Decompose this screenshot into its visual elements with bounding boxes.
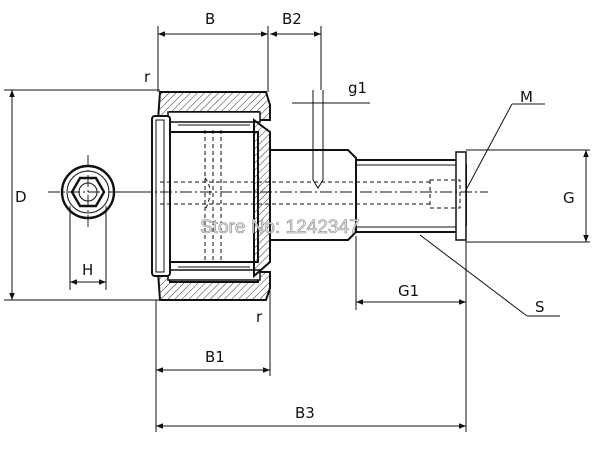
- leader-m: [465, 103, 513, 191]
- label-h: H: [82, 261, 93, 279]
- leader-s: [419, 234, 528, 317]
- label-g: G: [563, 189, 575, 207]
- end-view: [48, 155, 148, 230]
- left-flange: [151, 115, 171, 277]
- label-b1: B1: [205, 348, 225, 366]
- label-r-bottom: r: [256, 308, 263, 326]
- end-view-outer-circle: [60, 164, 116, 220]
- grease-hole-tip: [312, 179, 324, 189]
- label-g1-lower: G1: [398, 282, 419, 300]
- hex-socket: [70, 176, 106, 208]
- roller-cage-top: [167, 111, 261, 123]
- stud-body: [169, 118, 271, 279]
- shaft: [160, 135, 467, 241]
- watermark: Store No: 1242347: [200, 217, 360, 238]
- inner-ring: [169, 131, 259, 263]
- label-d: D: [15, 188, 27, 206]
- label-m: M: [520, 88, 533, 106]
- left-flange-inner: [155, 119, 165, 273]
- labels: B B2 r g1 M D G H G1 S r B1 B3: [15, 10, 575, 422]
- label-r-top: r: [144, 68, 151, 86]
- shaft-threaded: [356, 159, 467, 233]
- hidden-socket: [429, 179, 461, 209]
- roller-cage-bottom: [167, 269, 261, 281]
- dimensions: [4, 26, 590, 432]
- hex-inner-circle: [78, 182, 98, 202]
- label-s: S: [535, 298, 545, 316]
- label-g1: g1: [348, 79, 367, 97]
- shaft-end: [455, 151, 467, 241]
- label-b: B: [205, 10, 215, 28]
- right-seal: [253, 118, 271, 279]
- label-b3: B3: [295, 404, 315, 422]
- end-view-inner-circle: [66, 170, 110, 214]
- label-b2: B2: [282, 10, 302, 28]
